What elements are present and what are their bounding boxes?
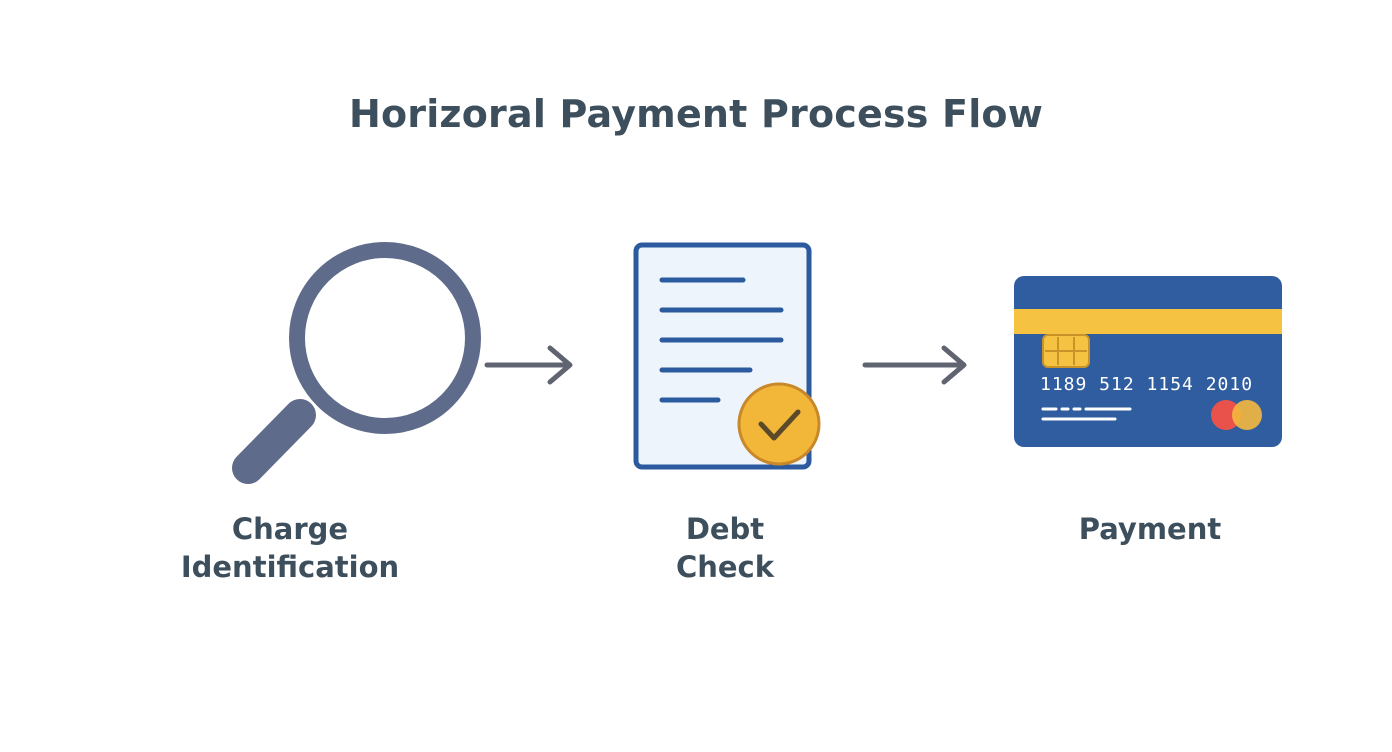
card-number: 1189 512 1154 2010 — [1040, 374, 1253, 395]
magnifier-handle — [232, 399, 316, 484]
card-stripe — [1014, 309, 1282, 334]
card-network-logo-icon — [1211, 400, 1262, 430]
magnifier-ring — [289, 242, 481, 434]
step-label-charge-identification: Charge Identification — [180, 512, 400, 584]
magnifying-glass-icon — [232, 242, 481, 484]
arrow-icon — [862, 345, 967, 385]
document-check-icon — [633, 242, 821, 470]
step-label-debt-check: Debt Check — [675, 512, 775, 584]
arrow-icon — [484, 345, 573, 385]
credit-card-icon: 1189 512 1154 2010 — [1014, 276, 1282, 447]
step-label-payment: Payment — [1078, 512, 1222, 546]
check-badge-icon — [737, 382, 821, 466]
diagram-title: Horizoral Payment Process Flow — [348, 92, 1044, 136]
chip-icon — [1042, 334, 1090, 368]
